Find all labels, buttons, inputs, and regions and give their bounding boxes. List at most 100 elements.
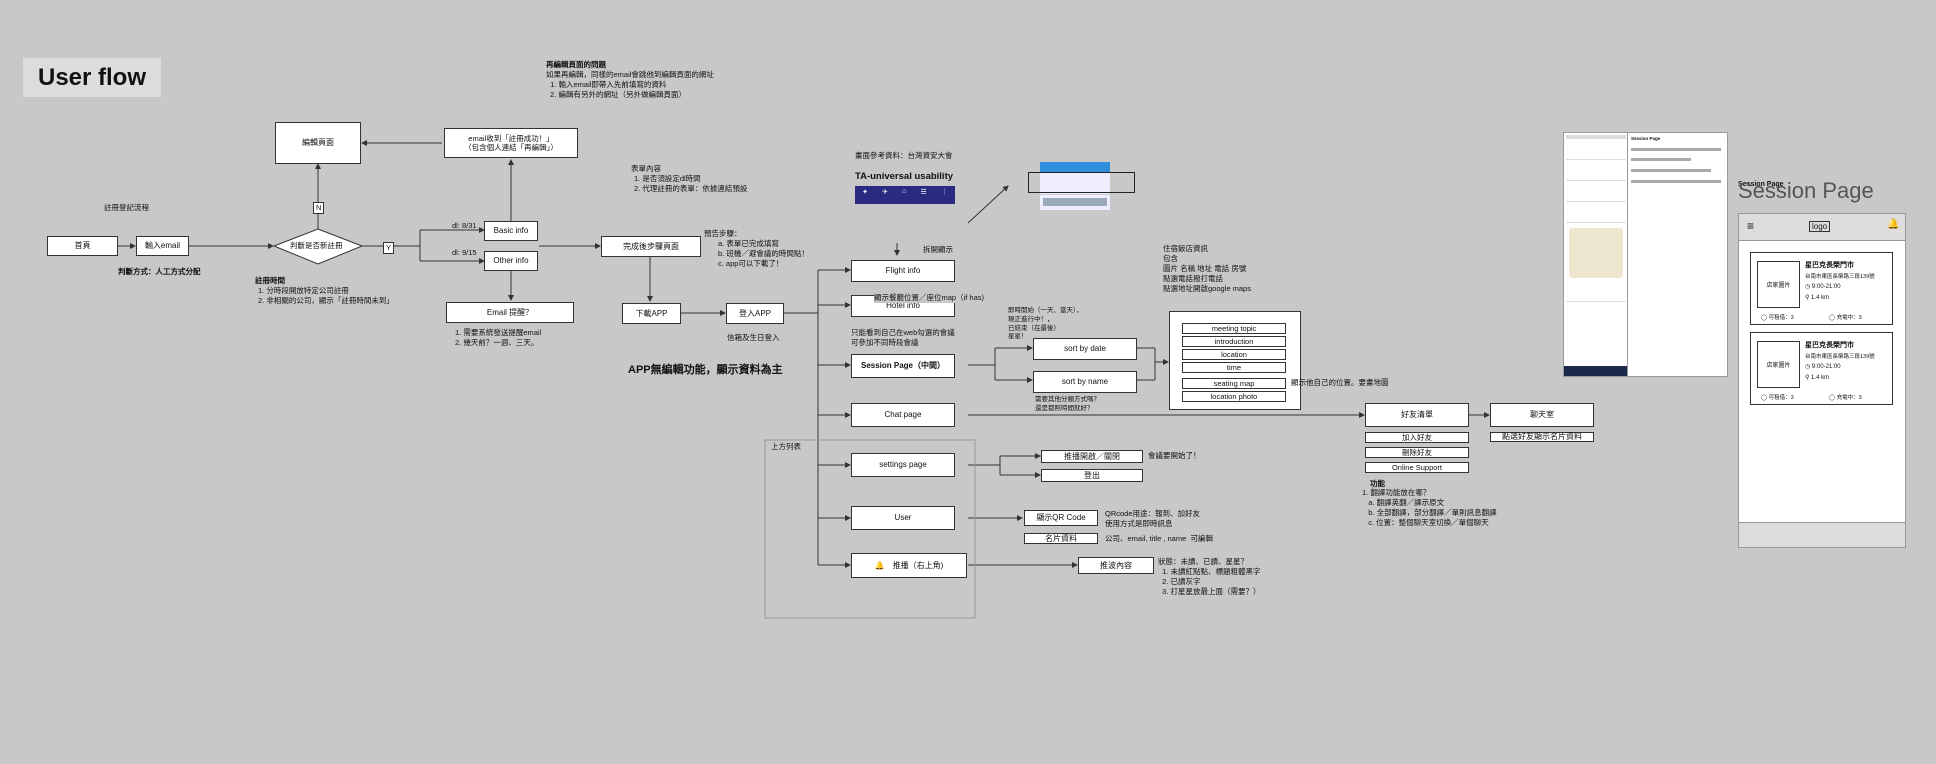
store-hours: ◷ 9:00-21:00 — [1805, 364, 1841, 370]
store-address: 台南市東區長榮路三段139號 — [1805, 354, 1875, 360]
card-note: 點選好友顯示名片資料 — [1490, 432, 1594, 442]
edit-page-node: 編輯頁面 — [275, 122, 361, 164]
judge-note: 判斷方式：人工方式分配 — [118, 267, 201, 276]
dl2-label: dl: 9/15 — [452, 248, 477, 257]
session-small-label: Session Page — [1738, 181, 1784, 188]
settings-page-node: settings page — [851, 453, 955, 477]
ta-label: TA-universal usability — [855, 171, 954, 182]
detail-field: location photo — [1182, 391, 1286, 402]
mock-footer — [1739, 522, 1905, 547]
logo: logo — [1809, 221, 1831, 232]
home-node: 首頁 — [47, 236, 118, 256]
store-free: ◯ 可租借：3 — [1761, 395, 1794, 401]
reedit-lines: 如果再編輯，同樣的email會跳他到編輯頁面的網址 1. 輸入email即帶入先… — [546, 70, 714, 100]
store-address: 台南市東區長榮路三段139號 — [1805, 274, 1875, 280]
friend-action: 刪除好友 — [1365, 447, 1469, 458]
yes-label: Y — [383, 242, 395, 255]
sort-date-node: sort by date — [1033, 338, 1137, 360]
push-toggle-node: 推播開啟／關閉 — [1041, 450, 1143, 463]
notice-lines: a. 表單已完成填寫 b. 班機／避會議的時間點！ c. app可以下載了！ — [718, 239, 809, 269]
chatroom-node: 聊天室 — [1490, 403, 1594, 427]
register-flow-label: 註冊登記流程 — [104, 203, 149, 212]
bell-icon[interactable]: 🔔 — [1887, 219, 1900, 230]
login-note: 信箱及生日登入 — [727, 333, 780, 342]
store-hours: ◷ 9:00-21:00 — [1805, 284, 1841, 290]
only-note: 只能看到自己在web勾選的會議 可參加不同時段會議 — [851, 328, 955, 348]
hotel-info-title: 住宿飯店資訊 — [1163, 244, 1208, 253]
func-title: 功能 — [1370, 479, 1385, 488]
detail-field: seating map — [1182, 378, 1286, 389]
email-reminder-lines: 1. 需要系統發送提醒email 2. 幾天前？一週、三天。 — [455, 328, 542, 348]
reedit-title: 再編輯頁面的問題 — [546, 60, 606, 69]
basic-info-node: Basic info — [484, 221, 538, 241]
store-distance: ⚲ 1.4 km — [1805, 375, 1830, 381]
page-title: User flow — [23, 58, 161, 97]
bell-icon: 🔔 — [874, 560, 885, 570]
nav-icon: ✈ — [882, 189, 888, 196]
hotel-note: 顯示餐廳位置／座位map（if has) — [874, 293, 985, 304]
push-label: 推播（右上角) — [892, 560, 944, 570]
detail-field: meeting topic — [1182, 323, 1286, 334]
meeting-note: 會議要開始了！ — [1148, 451, 1201, 460]
friend-action: Online Support — [1365, 462, 1469, 473]
flight-info-node: Flight info — [851, 260, 955, 282]
reg-time-title: 註冊時間 — [255, 276, 285, 285]
app-nav-mock: ✦ ✈ ⌂ ☰ ⋮ — [855, 186, 955, 204]
namecard-node: 名片資料 — [1024, 533, 1098, 544]
chat-page-node: Chat page — [851, 403, 955, 427]
dl1-label: dl: 8/31 — [452, 221, 477, 230]
highlight-frame — [1028, 172, 1135, 193]
func-lines: 1. 翻譯功能放在哪？ a. 翻譯英翻／譯示原文 b. 全部翻譯，部分翻譯／單則… — [1362, 488, 1497, 528]
qr-note: QRcode用途：報到、加好友 使用方式是即時訊息 — [1105, 509, 1201, 529]
sort-date-note: 即時開始（一天、當天）， 現正進行中！， 已結束（在最後） 星星！ — [1008, 307, 1083, 341]
friend-action: 加入好友 — [1365, 432, 1469, 443]
download-app-node: 下載APP — [622, 303, 681, 324]
email-reminder-node: Email 提醒？ — [446, 302, 574, 323]
notice-title: 預告步驟： — [704, 229, 742, 238]
no-label: N — [313, 202, 325, 215]
store-free: ◯ 可租借：3 — [1761, 315, 1794, 321]
namecard-note: 公司、email, title , name 可編輯 — [1105, 534, 1213, 543]
notes-header: Session Page — [1631, 136, 1661, 141]
form-lines: 1. 是否須設定dl時間 2. 代理註冊的表單：依據連結預設 — [634, 174, 748, 194]
hotel-info-lines: 包含 圖片 名稱 地址 電話 房號 點選電話撥打電話 點選地址開啟google … — [1163, 254, 1251, 294]
friends-node: 好友清單 — [1365, 403, 1469, 427]
store-name: 星巴克長榮門市 — [1805, 342, 1854, 349]
app-note: APP無編輯功能，顯示資料為主 — [628, 364, 783, 376]
store-image: 店家圖片 — [1757, 261, 1800, 308]
detail-field: location — [1182, 349, 1286, 360]
phone-screenshot — [1563, 132, 1629, 377]
reference-screenshot — [1040, 162, 1110, 210]
nav-icon: ✦ — [862, 189, 868, 196]
menu-icon[interactable]: ≡ — [1747, 219, 1755, 233]
login-app-node: 登入APP — [726, 303, 784, 324]
ref-label: 畫面參考資料：台灣資安大會 — [855, 151, 953, 160]
detail-field: time — [1182, 362, 1286, 373]
sort-name-note: 需要其他分類方式嗎？ 還是都照時間就好？ — [1035, 396, 1100, 412]
session-page-mock: ≡ logo 🔔 店家圖片星巴克長榮門市台南市東區長榮路三段139號◷ 9:00… — [1738, 213, 1906, 548]
store-charging: ◯ 充電中：3 — [1829, 315, 1862, 321]
session-detail-panel: meeting topic introduction location time se… — [1169, 311, 1301, 410]
store-charging: ◯ 充電中：3 — [1829, 395, 1862, 401]
other-info-node: Other info — [484, 251, 538, 271]
reg-time-lines: 1. 分時段開放特定公司註冊 2. 非相關的公司，顯示「註冊時間未到」 — [258, 286, 394, 306]
split-label: 拆開顯示 — [923, 245, 953, 254]
push-status-lines: 狀態：未讀、已讀、星星？ 1. 未讀紅點點、標題粗體黑字 2. 已讀灰字 3. … — [1158, 557, 1261, 597]
nav-icon: ☰ — [920, 189, 927, 196]
store-card[interactable]: 店家圖片星巴克長榮門市台南市東區長榮路三段139號◷ 9:00-21:00⚲ 1… — [1750, 252, 1893, 325]
nav-icon: ⌂ — [902, 188, 907, 195]
user-node: User — [851, 506, 955, 530]
form-title: 表單內容 — [631, 164, 661, 173]
detail-field: introduction — [1182, 336, 1286, 347]
store-name: 星巴克長榮門市 — [1805, 262, 1854, 269]
store-card[interactable]: 店家圖片星巴克長榮門市台南市東區長榮路三段139號 ◷ 9:00-21:00 ⚲ 1… — [1750, 332, 1893, 405]
sort-name-node: sort by name — [1033, 371, 1137, 393]
mock-header: ≡ logo 🔔 — [1739, 214, 1905, 241]
session-big-label: Session Page — [1738, 178, 1874, 203]
screenshot-notes-panel: Session Page — [1627, 132, 1728, 377]
store-image: 店家圖片 — [1757, 341, 1800, 388]
nav-icon: ⋮ — [940, 189, 948, 196]
push-node: 🔔 推播（右上角) — [851, 553, 967, 578]
top-list-label: 上方列表 — [771, 442, 801, 451]
